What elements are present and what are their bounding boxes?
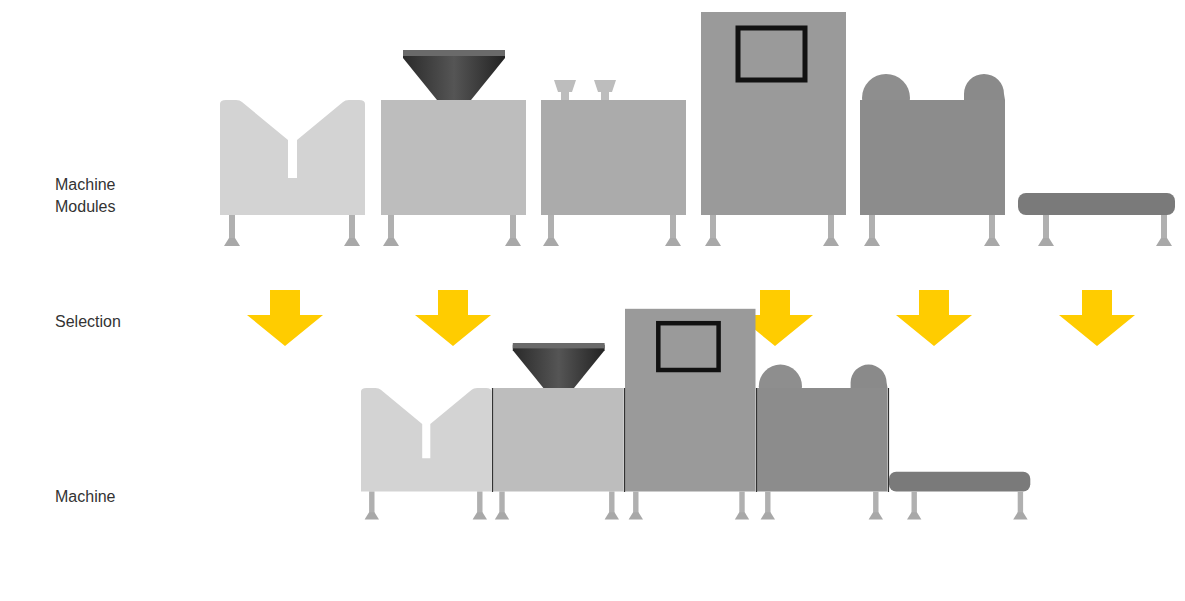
selection-arrow	[247, 290, 323, 346]
assembled-machine	[361, 309, 1030, 520]
module	[381, 50, 526, 246]
machine-modules	[220, 12, 1175, 246]
selection-arrow	[415, 290, 491, 346]
module	[1018, 193, 1175, 246]
row-label: Machine	[55, 486, 165, 508]
selection-arrow	[1059, 290, 1135, 346]
module	[701, 12, 846, 246]
selection-arrow	[896, 290, 972, 346]
module	[541, 80, 686, 246]
row-label: Machine Modules	[55, 174, 135, 218]
row-label: Selection	[55, 311, 165, 333]
module	[860, 74, 1005, 246]
module	[220, 100, 365, 246]
